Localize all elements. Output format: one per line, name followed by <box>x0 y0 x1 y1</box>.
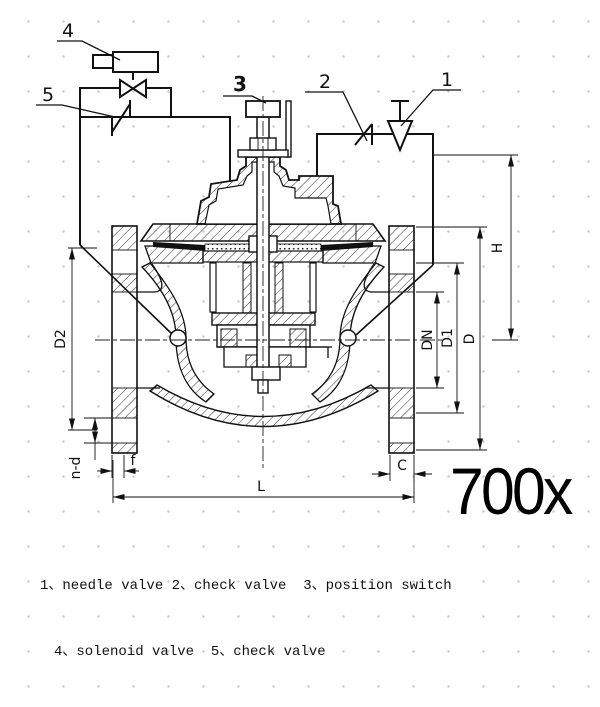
left-flange <box>111 225 163 454</box>
switch-bracket <box>285 100 292 158</box>
pipe-right-drop <box>146 87 172 117</box>
callout-position-switch: 3 <box>233 72 247 96</box>
solenoid-valve-symbol <box>92 51 159 99</box>
drawing-page: D2 n-d f L C DN D1 D H 4 5 3 2 1 700x 1、… <box>36 20 573 660</box>
pipe-to-right-port <box>355 264 434 336</box>
legend-line-2: 4、solenoid valve 5、check valve <box>54 644 326 660</box>
valve-body <box>111 100 415 454</box>
pilot-port-right <box>339 329 357 347</box>
leader-5 <box>36 104 116 118</box>
dim-label-dn: DN <box>420 329 436 350</box>
pipe-lower-run <box>80 116 231 181</box>
right-flange <box>363 225 415 454</box>
pilot-port-left <box>169 329 187 347</box>
legend: 1、needle valve 2、check valve 3、position … <box>40 531 452 707</box>
dimension-labels: D2 n-d f L C DN D1 D H <box>53 243 506 495</box>
ext-f <box>111 455 125 478</box>
dim-label-c: C <box>397 458 407 474</box>
callouts <box>36 40 461 142</box>
disc-assembly <box>209 262 332 368</box>
pipe-right-circuit <box>316 133 434 265</box>
needle-valve-symbol <box>386 100 414 153</box>
valve-technical-drawing: D2 n-d f L C DN D1 D H 4 5 3 2 1 <box>36 20 518 503</box>
leader-4 <box>57 40 121 61</box>
pipe-left-loop <box>79 87 120 245</box>
ext-nd <box>84 417 114 444</box>
ext-d <box>416 226 487 451</box>
dim-label-n-d: n-d <box>68 457 84 480</box>
centerlines <box>95 96 445 470</box>
callout-needle-valve: 1 <box>441 69 453 91</box>
dim-label-h: H <box>490 243 506 254</box>
body-belly <box>148 384 380 428</box>
pipe-to-left-port <box>79 244 173 335</box>
dim-label-d2: D2 <box>53 329 69 349</box>
dimensions <box>68 154 518 503</box>
callout-numbers: 4 5 3 2 1 <box>42 20 453 106</box>
callout-check-valve-top: 2 <box>319 71 331 93</box>
leader-1 <box>400 89 461 127</box>
leader-2 <box>305 91 368 142</box>
leader-3 <box>223 95 267 104</box>
callout-check-valve-left: 5 <box>42 84 54 106</box>
magnification-text: 700x <box>450 454 573 528</box>
legend-line-1: 1、needle valve 2、check valve 3、position … <box>40 578 452 594</box>
dim-label-d1: D1 <box>440 328 456 348</box>
ext-h <box>433 154 518 341</box>
dim-label-l: L <box>257 479 265 495</box>
callout-solenoid-valve: 4 <box>62 20 74 42</box>
dim-label-f: f <box>131 453 137 469</box>
check-valve-left-symbol <box>111 100 131 136</box>
manual-valve-icon <box>119 78 147 99</box>
dim-label-d: D <box>462 334 478 345</box>
